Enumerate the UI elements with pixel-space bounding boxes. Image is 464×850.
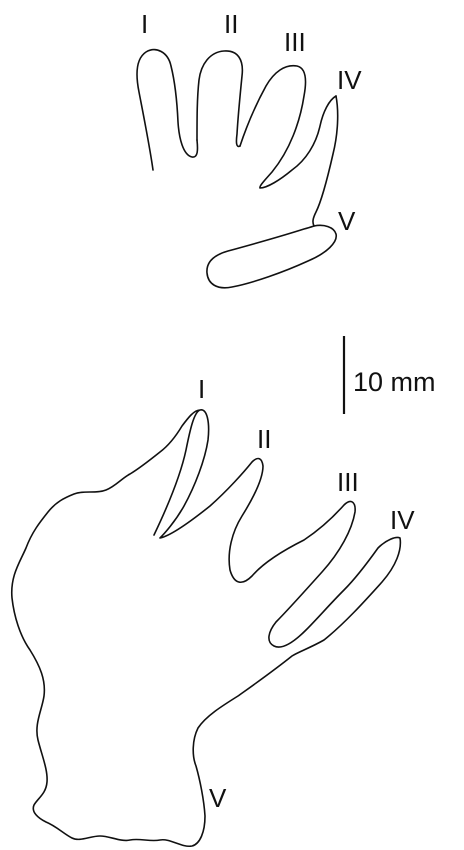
- top-digit-i-outline: [137, 50, 197, 170]
- scale-bar-label: 10 mm: [353, 367, 436, 397]
- top-digit-label-i: I: [141, 9, 148, 39]
- top-digit-label-iv: IV: [337, 65, 362, 95]
- bottom-digit-labels: I II III IV V: [198, 374, 415, 813]
- top-digit-labels: I II III IV V: [141, 9, 362, 236]
- bottom-digit-label-ii: II: [257, 424, 271, 454]
- top-digit-label-iii: III: [284, 27, 306, 57]
- top-footprint: [137, 50, 338, 288]
- scale-bar: 10 mm: [344, 336, 436, 414]
- top-digit-ii-outline: [197, 51, 242, 146]
- bottom-digit-label-iv: IV: [390, 505, 415, 535]
- bottom-digit-label-v: V: [209, 783, 227, 813]
- top-digit-iv-outline: [313, 96, 338, 226]
- top-digit-v-outline: [207, 225, 336, 287]
- top-digit-label-v: V: [338, 206, 356, 236]
- top-digit-iii-outline: [240, 66, 336, 188]
- top-digit-label-ii: II: [224, 9, 238, 39]
- bottom-digit-label-iii: III: [337, 467, 359, 497]
- bottom-digit-label-i: I: [198, 374, 205, 404]
